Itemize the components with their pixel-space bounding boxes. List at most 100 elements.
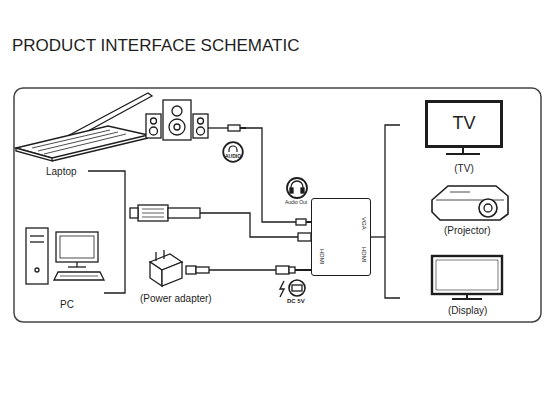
laptop-figure-part [32,130,110,148]
hdmi-cable-part [142,213,164,214]
speaker-figure-part [163,100,191,140]
circle-outline [222,141,244,163]
node-text: HDMI [360,247,367,262]
pc-figure-part [68,266,86,267]
speaker-figure-part [198,118,204,124]
projector-figure-part [432,186,508,220]
bracket [88,125,400,298]
power-figure-part [150,262,162,286]
tv-stand-part [462,148,464,153]
pc-figure-part [76,262,77,267]
power-figure-part [155,252,156,261]
pc-figure-part [30,241,44,242]
dc-icon [280,280,305,297]
bracket-part [371,236,385,237]
power-figure [150,250,311,286]
pc-figure-part [60,276,98,277]
power-figure-part [162,262,182,286]
laptop-figure-part [38,132,118,151]
projector-figure [432,186,508,220]
audio-out-icon [287,178,307,198]
audio-cable-part [228,125,240,131]
pc-figure-part [30,235,44,236]
hdmi-cable-part [298,233,311,241]
audio-cable-part [296,219,306,225]
speaker-figure-part [146,114,161,138]
speaker-figure-part [151,118,157,124]
pc-figure-part [60,236,94,258]
pc-figure-part [54,272,104,280]
audio-cable-part [240,127,246,129]
hdmi-cable-part [142,217,164,218]
speaker-figure-part [193,114,208,138]
power-figure-part [196,267,209,273]
device-label: (Projector) [444,225,491,236]
laptop-figure-part [52,138,148,161]
audio-icon: AUDIO [222,141,244,163]
audio-cable-part [208,127,228,128]
display-figure [432,256,502,299]
node-text: TV [428,103,500,145]
speaker-figure [146,100,208,140]
tv-stand [446,148,480,154]
speaker-figure-part [172,106,182,116]
hdmi-cable-part [138,205,168,221]
hdmi-cable-part [142,209,164,210]
projector-figure-part [484,204,492,212]
speaker-figure-part [197,127,205,135]
laptop-figure-part [44,134,126,154]
device-label: Laptop [46,166,77,177]
hdmi-cable [130,205,311,241]
port-label: DC 5V [287,298,305,305]
node-text: AUDIO [222,154,244,160]
projector-figure-part [450,192,470,193]
device-label: (Display) [448,305,487,316]
projector-figure-part [479,199,497,217]
speaker-figure-part [174,124,180,130]
laptop-figure [16,93,152,161]
hdmi-cable-part [130,208,138,218]
hdmi-cable-part [200,213,298,237]
power-figure-part [163,250,164,259]
node-text: VGA [360,217,367,230]
speaker-figure-part [169,119,185,135]
node-text: HDMI [318,249,325,264]
audio-cable [208,125,311,225]
bracket-part [88,171,125,293]
display-figure-part [432,256,502,294]
power-figure-part [295,269,311,271]
frame-part [14,88,541,322]
frame [14,88,541,322]
speaker-figure-part [150,127,158,135]
display-figure-part [466,294,468,298]
audio-out-icon-part [301,188,304,193]
dc-icon-part [280,281,284,297]
port-label: Audio Out [285,200,307,206]
power-figure-part [209,269,276,270]
power-figure-part [289,267,295,273]
tv-stand-part [446,153,480,155]
headphone-symbol [229,146,237,152]
pc-figure [26,228,104,284]
hdmi-cable-part [168,208,200,218]
device-label: PC [60,299,74,310]
audio-cable-part [246,128,296,222]
display-figure-part [452,298,482,300]
display-figure-part [436,260,498,290]
adapter-box: VGA HDMI HDMI [311,198,371,276]
dc-icon-part [292,285,302,291]
node-text: (TV) [454,163,473,174]
pc-figure-part [26,228,48,284]
power-figure-part [186,266,196,274]
power-figure-part [276,266,289,274]
laptop-figure-part [16,148,52,161]
device-label: (Power adapter) [140,293,212,304]
dc-icon-part [289,280,305,296]
bracket-part [385,125,400,298]
audio-out-icon-part [287,178,307,198]
tv-screen: TV(TV) [425,100,503,148]
pc-figure-part [35,268,39,272]
audio-out-icon-part [290,188,293,193]
